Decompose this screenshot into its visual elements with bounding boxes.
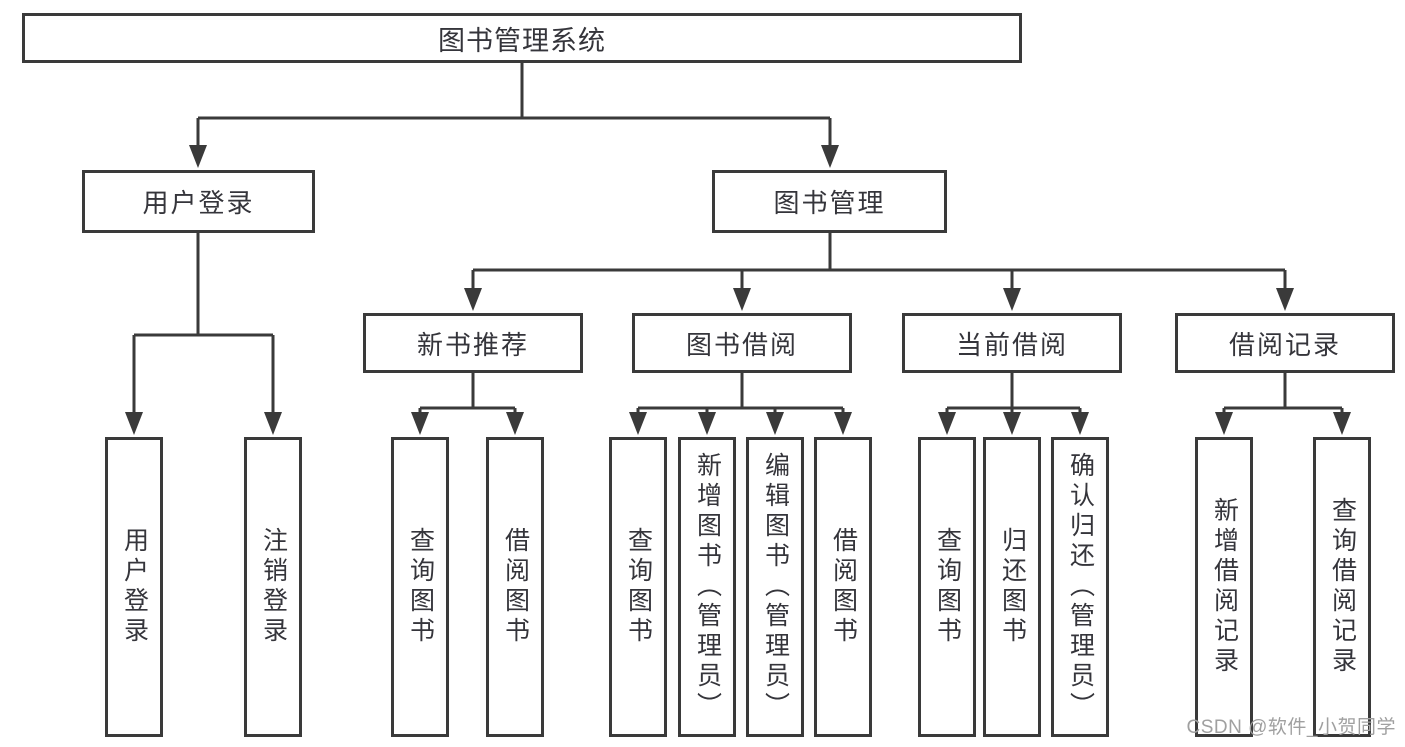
node-book-management: 图书管理 [712, 170, 947, 233]
leaf-query-books-current-label: 查询图书 [933, 527, 962, 647]
leaf-borrow-books-borrowing: 借阅图书 [814, 437, 872, 737]
node-new-book-recommend: 新书推荐 [363, 313, 583, 373]
leaf-user-login: 用户登录 [105, 437, 163, 737]
node-book-borrowing-label: 图书借阅 [685, 329, 798, 360]
leaf-return-book-label: 归还图书 [998, 527, 1027, 647]
leaf-query-books-current: 查询图书 [918, 437, 976, 737]
leaf-add-book-admin-label: 新增图书（管理员） [693, 452, 722, 722]
leaf-query-books-borrowing: 查询图书 [609, 437, 667, 737]
leaf-logout: 注销登录 [244, 437, 302, 737]
node-user-login: 用户登录 [82, 170, 315, 233]
leaf-query-books-recommend-label: 查询图书 [406, 527, 435, 647]
leaf-add-borrow-record: 新增借阅记录 [1195, 437, 1253, 737]
leaf-confirm-return-admin-label: 确认归还（管理员） [1066, 452, 1095, 722]
leaf-return-book: 归还图书 [983, 437, 1041, 737]
node-user-login-label: 用户登录 [142, 188, 255, 218]
leaf-borrow-books-recommend-label: 借阅图书 [501, 527, 530, 647]
leaf-add-borrow-record-label: 新增借阅记录 [1210, 497, 1239, 677]
leaf-borrow-books-borrowing-label: 借阅图书 [829, 527, 858, 647]
node-borrowing-records-label: 借阅记录 [1228, 329, 1341, 360]
arrowheads [125, 145, 1351, 435]
leaf-borrow-books-recommend: 借阅图书 [486, 437, 544, 737]
node-current-borrowing: 当前借阅 [902, 313, 1122, 373]
leaf-edit-book-admin: 编辑图书（管理员） [746, 437, 804, 737]
node-book-management-label: 图书管理 [773, 188, 886, 218]
node-root-label: 图书管理系统 [438, 25, 606, 56]
node-borrowing-records: 借阅记录 [1175, 313, 1395, 373]
leaf-edit-book-admin-label: 编辑图书（管理员） [761, 452, 790, 722]
leaf-query-books-recommend: 查询图书 [391, 437, 449, 737]
node-new-book-recommend-label: 新书推荐 [416, 329, 529, 360]
leaf-query-borrow-record-label: 查询借阅记录 [1328, 497, 1357, 677]
leaf-query-borrow-record: 查询借阅记录 [1313, 437, 1371, 737]
leaf-add-book-admin: 新增图书（管理员） [678, 437, 736, 737]
leaf-confirm-return-admin: 确认归还（管理员） [1051, 437, 1109, 737]
csdn-watermark: CSDN @软件_小贺同学 [1186, 717, 1396, 738]
leaf-user-login-label: 用户登录 [120, 527, 149, 647]
leaf-logout-label: 注销登录 [259, 527, 288, 647]
node-root: 图书管理系统 [22, 13, 1022, 63]
node-book-borrowing: 图书借阅 [632, 313, 852, 373]
leaf-query-books-borrowing-label: 查询图书 [624, 527, 653, 647]
node-current-borrowing-label: 当前借阅 [955, 329, 1068, 360]
